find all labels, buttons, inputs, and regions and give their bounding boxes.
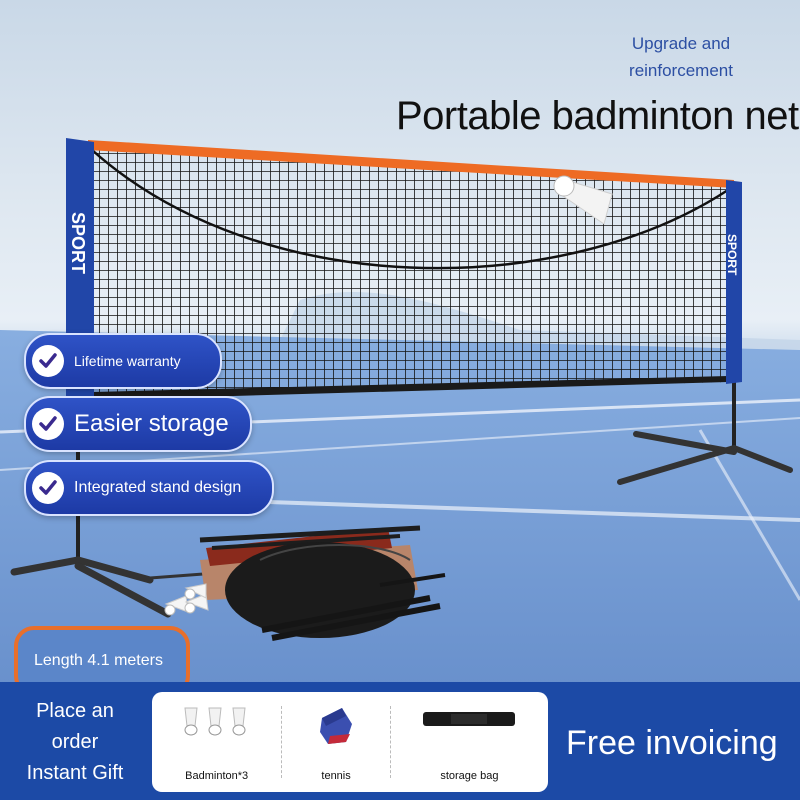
gift-item-label: Badminton*3 xyxy=(185,770,249,782)
length-label: Length 4.1 meters xyxy=(34,652,163,669)
check-icon xyxy=(32,472,64,504)
storage-bag-icon xyxy=(423,712,516,726)
gift-item-badminton: Badminton*3 xyxy=(152,692,281,792)
gift-line-3: Instant Gift xyxy=(26,762,124,784)
gift-item-tennis: tennis xyxy=(282,692,389,792)
shuttlecock-icon xyxy=(184,707,246,736)
ground-shuttlecocks xyxy=(164,583,209,616)
feature-label: Easier storage xyxy=(74,410,229,437)
tagline-line-1: Upgrade and xyxy=(631,34,731,53)
feature-badge-storage: Easier storage xyxy=(24,396,252,452)
gift-item-label: tennis xyxy=(321,770,351,782)
gift-line-1: Place an xyxy=(36,700,114,722)
feature-badge-stand: Integrated stand design xyxy=(24,460,274,516)
left-pole-label: SPORT xyxy=(68,212,88,274)
tennis-ball-icon xyxy=(320,708,353,744)
feature-label: Integrated stand design xyxy=(74,479,242,496)
gift-item-storage-bag: storage bag xyxy=(391,692,548,792)
check-icon xyxy=(32,345,64,377)
free-invoicing-label: Free invoicing xyxy=(566,724,778,762)
feature-label: Lifetime warranty xyxy=(74,353,181,369)
shuttlecock-image xyxy=(553,175,613,225)
gift-items-card: Badminton*3 tennis storage bag xyxy=(152,692,548,792)
packed-net-kit xyxy=(199,525,446,641)
gift-item-label: storage bag xyxy=(440,770,499,782)
right-pole-sleeve: SPORT xyxy=(725,180,742,384)
tagline: Upgrade and reinforcement xyxy=(606,30,756,84)
feature-badge-warranty: Lifetime warranty xyxy=(24,333,222,389)
divider xyxy=(389,706,391,778)
product-title: Portable badminton net xyxy=(396,94,799,138)
tagline-line-2: reinforcement xyxy=(629,61,733,80)
check-icon xyxy=(32,408,64,440)
divider xyxy=(281,706,283,778)
gift-line-2: order xyxy=(51,731,99,753)
gift-callout: Place an order Instant Gift xyxy=(10,696,140,789)
right-pole-label: SPORT xyxy=(725,234,739,276)
net-mesh xyxy=(92,148,728,398)
